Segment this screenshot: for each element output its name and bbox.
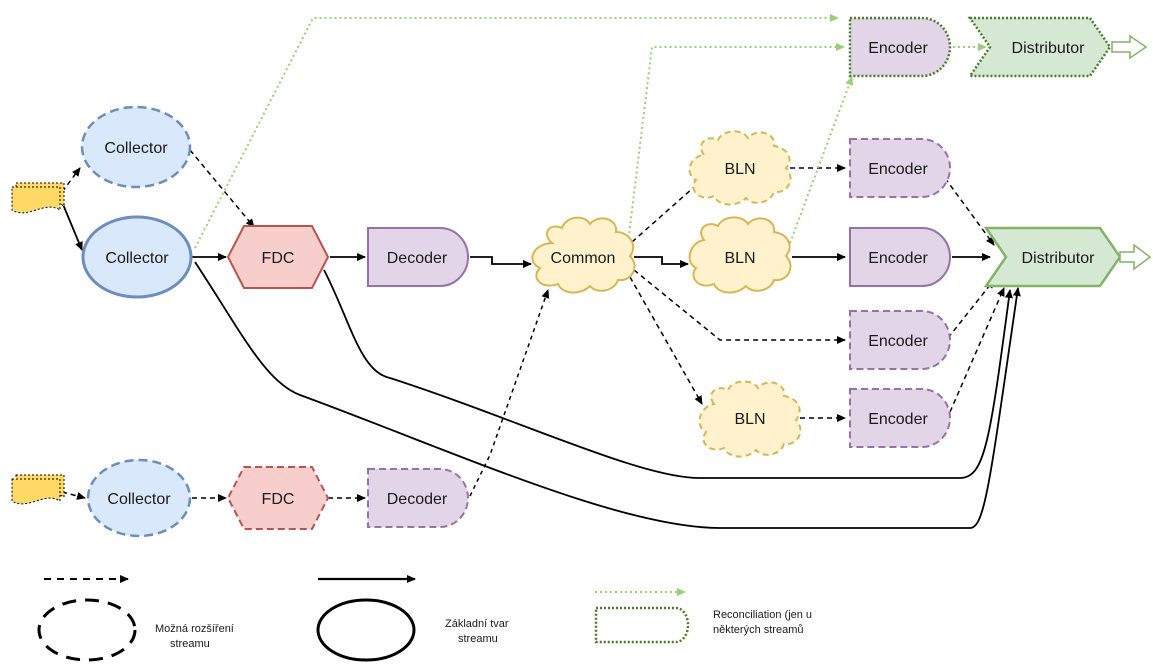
edge-source-collector-top xyxy=(61,167,81,193)
common-node[interactable]: Common xyxy=(531,216,636,294)
edge-recon-common-encoder xyxy=(627,43,845,244)
legend-extension: Možná rozšíření streamu xyxy=(37,575,234,662)
encoder-4-label: Encoder xyxy=(868,411,928,428)
fdc-bottom-node[interactable]: FDC xyxy=(226,466,330,530)
edges xyxy=(61,14,1021,529)
decoder-main-label: Decoder xyxy=(387,250,448,267)
distributor-recon-label: Distributor xyxy=(1012,40,1086,57)
bln-3-label: BLN xyxy=(734,411,765,428)
encoder-2-label: Encoder xyxy=(868,333,928,350)
encoder-1-node[interactable]: Encoder xyxy=(849,138,951,198)
legend-basic: Základní tvar streamu xyxy=(316,575,509,662)
encoder-2-node[interactable]: Encoder xyxy=(849,310,951,370)
legend-recon-shape xyxy=(594,606,690,644)
fdc-main-label: FDC xyxy=(262,250,295,267)
edge-common-bln3 xyxy=(629,276,703,405)
fdc-main-node[interactable]: FDC xyxy=(226,225,330,289)
legend-extension-line2: streamu xyxy=(170,638,210,650)
legend-dashed-ellipse xyxy=(37,598,137,662)
edge-common-bln2 xyxy=(634,256,689,268)
distributor-main-label: Distributor xyxy=(1022,250,1096,267)
source-icon-secondary xyxy=(11,474,65,505)
edge-encoder4-distributor xyxy=(949,287,1005,413)
bln-2-label: BLN xyxy=(724,250,755,267)
decoder-bottom-label: Decoder xyxy=(387,491,448,508)
collector-top-node[interactable]: Collector xyxy=(80,105,192,189)
legend-basic-line1: Základní tvar xyxy=(445,618,509,630)
edge-fdc-distributor-bypass xyxy=(323,269,1013,479)
edge-decoder-bottom-common xyxy=(469,289,550,497)
edge-decoder-common xyxy=(470,256,532,268)
common-label: Common xyxy=(551,250,616,267)
edge-source-collector-main xyxy=(61,201,83,251)
decoder-bottom-node[interactable]: Decoder xyxy=(367,468,469,528)
encoder-recon-node[interactable]: Encoder xyxy=(848,16,952,78)
bln-2-node[interactable]: BLN xyxy=(688,216,792,294)
legend-extension-line1: Možná rozšíření xyxy=(155,623,234,635)
distributor-recon-node[interactable]: Distributor xyxy=(967,16,1148,78)
output-arrow-main-icon xyxy=(1119,243,1152,271)
collector-bottom-node[interactable]: Collector xyxy=(86,458,192,538)
bln-1-label: BLN xyxy=(724,161,755,178)
legend-recon-line1: Reconciliation (jen u xyxy=(713,609,812,621)
legend-reconciliation: Reconciliation (jen u některých streamů xyxy=(594,588,812,644)
collector-main-node[interactable]: Collector xyxy=(81,215,193,299)
bln-3-node[interactable]: BLN xyxy=(698,380,802,458)
edge-common-encoder2 xyxy=(633,269,846,344)
collector-main-label: Collector xyxy=(105,250,169,267)
encoder-4-node[interactable]: Encoder xyxy=(849,388,951,448)
legend-basic-line2: streamu xyxy=(458,633,498,645)
collector-top-label: Collector xyxy=(104,140,168,157)
decoder-main-node[interactable]: Decoder xyxy=(367,227,469,287)
edge-encoder1-distributor xyxy=(944,177,995,246)
edge-collector-distributor-bypass xyxy=(194,261,1021,529)
fdc-bottom-label: FDC xyxy=(262,491,295,508)
bln-1-node[interactable]: BLN xyxy=(688,130,792,206)
encoder-1-label: Encoder xyxy=(868,161,928,178)
encoder-3-label: Encoder xyxy=(868,250,928,267)
legend-recon-line2: některých streamů xyxy=(713,624,803,636)
edge-collector-top-fdc xyxy=(189,149,255,228)
distributor-main-node[interactable]: Distributor xyxy=(983,226,1152,288)
legend-solid-ellipse xyxy=(316,598,416,662)
edge-source-collector-bottom xyxy=(61,491,86,500)
encoder-3-node[interactable]: Encoder xyxy=(849,227,951,287)
edge-recon-bln-encoder xyxy=(789,76,853,244)
source-icon-main xyxy=(11,182,65,214)
collector-bottom-label: Collector xyxy=(107,491,171,508)
edge-common-bln1 xyxy=(631,179,703,243)
encoder-recon-label: Encoder xyxy=(868,40,928,57)
edge-encoder2-distributor xyxy=(947,279,995,339)
legend: Možná rozšíření streamu Základní tvar st… xyxy=(37,575,812,662)
output-arrow-recon-icon xyxy=(1111,34,1148,60)
edge-recon-collector-encoder xyxy=(194,14,839,249)
